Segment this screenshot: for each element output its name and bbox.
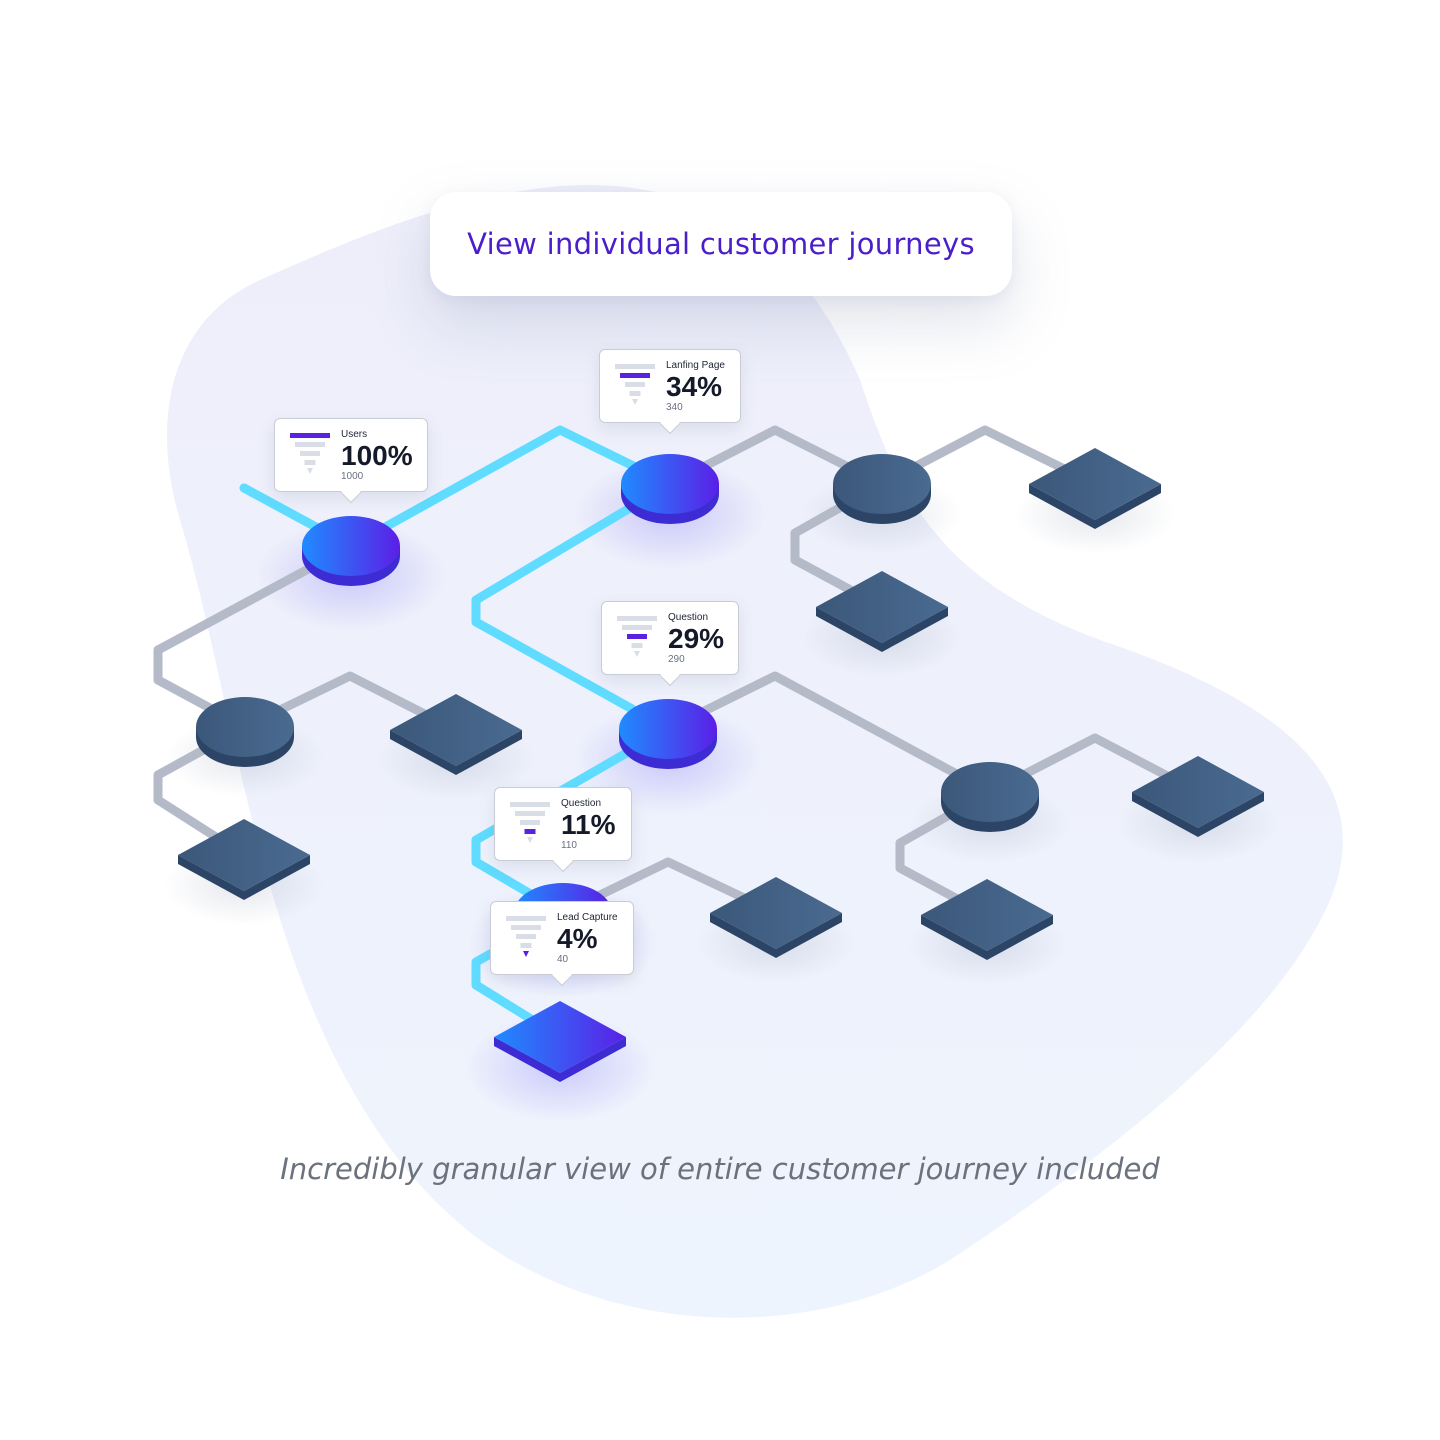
funnel-layer [520,820,540,825]
step-label: Users [341,429,368,440]
branch-node [833,454,931,524]
page-title: View individual customer journeys [467,227,975,261]
funnel-tooltip-users: Users 100% 1000 [274,418,428,492]
step-node-landing-page [621,454,719,524]
funnel-icon [617,616,657,657]
funnel-layer [520,943,532,948]
step-node-question [619,699,717,769]
branch-node [196,697,294,767]
step-count: 340 [666,402,683,413]
inactive-path [790,479,887,612]
step-percent: 29% [668,623,725,654]
caption-text: Incredibly granular view of entire custo… [280,1152,1160,1186]
endpoint-node [921,879,1053,960]
funnel-icon [510,802,550,843]
funnel-layer [622,625,652,630]
step-percent: 11% [561,809,616,840]
step-percent: 34% [666,371,723,402]
endpoint-node [178,819,310,900]
active-path [471,479,675,734]
funnel-layer [304,460,316,465]
funnel-tooltip-landing-page: Lanfing Page 34% 340 [599,349,741,423]
funnel-layer [629,391,641,396]
funnel-layer [627,634,647,639]
funnel-layer [615,364,655,369]
funnel-layer [631,643,643,648]
funnel-layer [516,934,536,939]
step-percent: 4% [557,923,598,954]
step-count: 40 [557,954,569,965]
step-label: Lanfing Page [666,360,725,371]
endpoint-node [1132,756,1264,837]
endpoint-node [390,694,522,775]
funnel-tooltip-lead-capture: Lead Capture 4% 40 [490,901,634,975]
title-card: View individual customer journeys [430,192,1012,296]
funnel-icon [290,433,330,474]
step-label: Lead Capture [557,912,618,923]
funnel-tooltip-question-2: Question 11% 110 [494,787,632,861]
funnel-layer [515,811,545,816]
funnel-layer [295,442,325,447]
step-count: 110 [561,840,577,851]
funnel-layer [524,829,536,834]
endpoint-node [710,877,842,958]
step-count: 290 [668,654,685,665]
step-label: Question [561,798,602,809]
step-count: 1000 [341,471,364,482]
funnel-layer [290,433,330,438]
step-percent: 100% [341,440,413,471]
funnel-tip [527,837,533,843]
funnel-tip [523,951,529,957]
funnel-layer [617,616,657,621]
step-node-lead-capture [494,1001,626,1082]
funnel-tip [632,399,638,405]
funnel-layer [510,802,550,807]
endpoint-node [1029,448,1161,529]
inactive-path [895,787,995,920]
inactive-path [153,722,250,860]
funnel-layer [620,373,650,378]
funnel-tip [634,651,640,657]
funnel-icon [506,916,546,957]
inactive-path [153,541,356,732]
step-label: Question [668,612,709,623]
step-node-users [302,516,400,586]
funnel-layer [511,925,541,930]
active-path [471,724,673,918]
endpoint-node [816,571,948,652]
funnel-layer [506,916,546,921]
funnel-tooltip-question: Question 29% 290 [601,601,739,675]
funnel-icon [615,364,655,405]
funnel-layer [300,451,320,456]
funnel-layer [625,382,645,387]
funnel-tip [307,468,313,474]
branch-node [941,762,1039,832]
